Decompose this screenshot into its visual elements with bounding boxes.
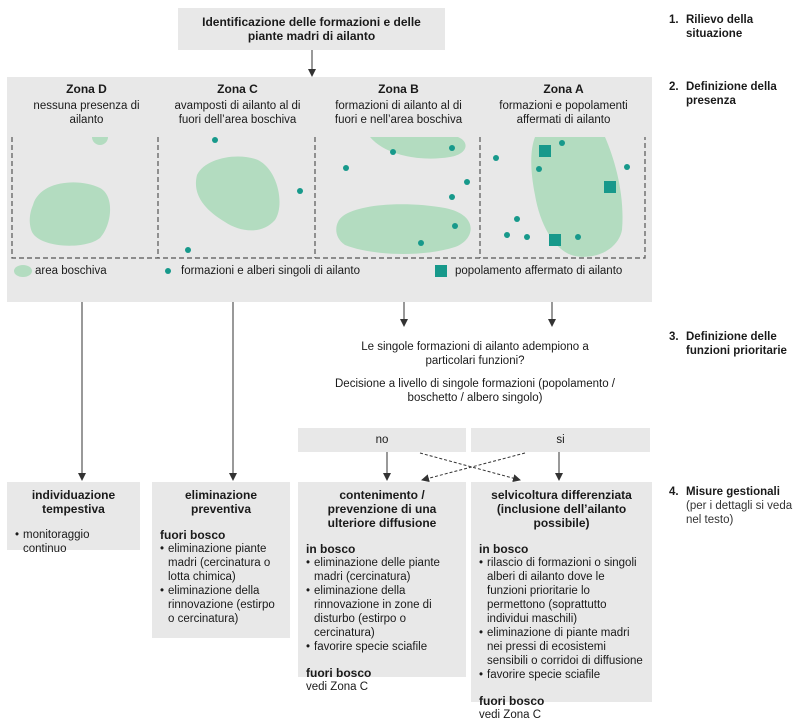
ailanto-dot — [297, 188, 303, 194]
ailanto-stand — [549, 234, 561, 246]
measure-title: individuazione tempestiva — [31, 488, 116, 516]
step-number: 3. — [669, 331, 679, 343]
question-text: Le singole formazioni di ailanto adempio… — [361, 341, 589, 367]
forest-area — [531, 137, 623, 257]
section-heading: in bosco — [479, 542, 529, 556]
zone-title: Zona C — [217, 82, 258, 96]
flow-arrows — [78, 50, 563, 483]
teal-square-icon — [435, 265, 447, 277]
ailanto-dot — [536, 166, 542, 172]
step-number: 4. — [669, 486, 679, 498]
section-heading: fuori bosco — [479, 694, 545, 708]
step-title: Definizione delle funzioni prioritarie — [686, 331, 787, 357]
ailanto-dot — [185, 247, 191, 253]
forest-areas — [29, 137, 623, 257]
zone-description: formazioni di ailanto al di fuori e nell… — [334, 100, 463, 126]
ailanto-dot — [343, 165, 349, 171]
measure-item: favorire specie sciafile — [479, 668, 644, 682]
ailanto-dot — [449, 145, 455, 151]
forest-area — [92, 137, 108, 145]
ailanto-dot — [212, 137, 218, 143]
measure-item: eliminazione della rinnovazione in zone … — [306, 584, 458, 640]
ailanto-dot — [390, 149, 396, 155]
section-heading: fuori bosco — [160, 528, 226, 542]
legend-square-label: popolamento affermato di ailanto — [455, 265, 623, 277]
top-step-title: Identificazione delle formazioni e delle… — [202, 15, 421, 43]
ailanto-dot — [559, 140, 565, 146]
measure-item: favorire specie sciafile — [306, 640, 458, 654]
ailanto-stand — [604, 181, 616, 193]
ailanto-dot — [449, 194, 455, 200]
zone-description: avamposti di ailanto al di fuori dell’ar… — [174, 100, 301, 126]
measure-containment: contenimento / prevenzione di una ulteri… — [298, 482, 466, 693]
step-title: Definizione della presenza — [686, 81, 777, 107]
ailanto-dot — [452, 223, 458, 229]
zone-c: Zona C avamposti di ailanto al di fuori d… — [160, 82, 315, 127]
ailanto-stand — [539, 145, 551, 157]
forest-area — [336, 204, 471, 254]
measure-title: eliminazione preventiva — [184, 488, 258, 516]
zone-b: Zona B formazioni di ailanto al di fuori … — [317, 82, 480, 127]
zone-description: formazioni e popolamenti affermati di ai… — [499, 100, 628, 126]
forest-area — [29, 182, 111, 246]
dashed-arrow — [419, 452, 521, 483]
step-title: Rilievo della situazione — [686, 14, 754, 40]
ailanto-dot — [493, 155, 499, 161]
ailanto-dot — [575, 234, 581, 240]
forest-area — [195, 156, 280, 231]
zone-description: nessuna presenza di ailanto — [33, 100, 140, 126]
measure-early-detection: individuazione tempestiva monitoraggio c… — [7, 482, 140, 555]
step-number: 1. — [669, 14, 679, 26]
ailanto-marks — [185, 137, 630, 253]
dashed-arrow — [421, 452, 526, 483]
measure-preventive-elimination: eliminazione preventiva fuori bosco elim… — [152, 482, 290, 638]
zone-a: Zona A formazioni e popolamenti affermati… — [482, 82, 645, 127]
answer-yes-label: si — [556, 434, 565, 446]
section-text: vedi Zona C — [306, 681, 369, 693]
measure-item: eliminazione di piante madri nei pressi … — [479, 626, 644, 668]
teal-dot-icon — [165, 268, 171, 274]
forest-area — [370, 137, 466, 159]
ailanto-dot — [514, 216, 520, 222]
measure-title: contenimento / prevenzione di una ulteri… — [327, 488, 437, 530]
green-area-icon — [14, 265, 32, 277]
answer-no-label: no — [375, 434, 389, 446]
step-title: Misure gestionali — [686, 486, 780, 498]
decision-text: Decisione a livello di singole formazion… — [335, 378, 615, 404]
zone-title: Zona A — [543, 82, 584, 96]
measure-item: eliminazione della rinnovazione (estirpo… — [160, 584, 282, 626]
legend-dot-label: formazioni e alberi singoli di ailanto — [181, 265, 360, 277]
step-number: 2. — [669, 81, 679, 93]
measure-title: selvicoltura differenziata (inclusione d… — [491, 488, 632, 530]
zone-d: Zona D nessuna presenza di ailanto — [15, 82, 158, 127]
zone-frames — [11, 137, 646, 259]
measure-item: monitoraggio continuo — [15, 528, 132, 556]
zone-title: Zona B — [378, 82, 419, 96]
measure-item: eliminazione piante madri (cercinatura o… — [160, 542, 282, 584]
section-heading: in bosco — [306, 542, 356, 556]
section-heading: fuori bosco — [306, 666, 372, 680]
measure-item: eliminazione delle piante madri (cercina… — [306, 556, 458, 584]
top-step-box: Identificazione delle formazioni e delle… — [178, 8, 445, 50]
ailanto-dot — [624, 164, 630, 170]
measure-item: rilascio di formazioni o singoli alberi … — [479, 556, 644, 626]
ailanto-dot — [418, 240, 424, 246]
answer-yes: si — [471, 428, 650, 452]
answer-no: no — [298, 428, 466, 452]
step-note: (per i dettagli si veda nel testo) — [686, 500, 793, 526]
legend-forest-label: area boschiva — [35, 265, 107, 277]
ailanto-dot — [504, 232, 510, 238]
zone-title: Zona D — [66, 82, 107, 96]
ailanto-dot — [464, 179, 470, 185]
ailanto-dot — [524, 234, 530, 240]
